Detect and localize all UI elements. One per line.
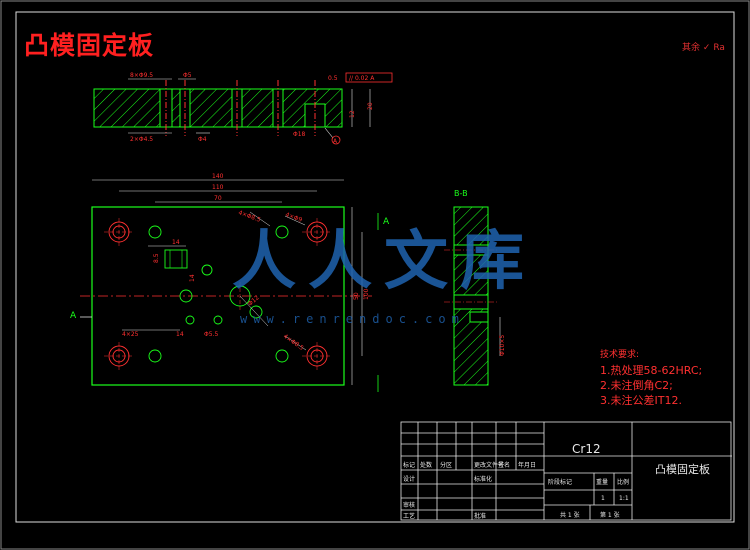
tb-sign: 签名 — [498, 461, 510, 469]
dim-center-3: 14 — [176, 331, 184, 338]
tb-process: 工艺 — [403, 512, 415, 520]
dim-height: 20 — [367, 102, 374, 110]
roughness-value: Ra — [713, 43, 725, 53]
roughness-note: 其余 ✓ Ra — [682, 40, 725, 53]
tech-heading: 技术要求: — [600, 350, 640, 360]
dim-bolt-span: 70 — [214, 195, 222, 202]
dim-overall-width: 140 — [212, 173, 224, 180]
dim-top-left-1: 8×Φ9.5 — [130, 72, 153, 79]
dim-left-2: 8.5 — [153, 253, 160, 263]
tb-weight: 重量 — [596, 478, 608, 486]
tb-zone: 分区 — [440, 461, 452, 469]
dim-right-2: 100 — [363, 288, 370, 300]
roughness-symbol-icon: ✓ — [702, 43, 711, 53]
dim-left-1: 14 — [172, 239, 180, 246]
watermark-text: 人人文库 — [232, 224, 536, 299]
tb-qty: 1 — [601, 495, 605, 502]
title-block-text: 标记 处数 分区 更改文件号 签名 年月日 设计 标准化 审核 工艺 批准 阶段… — [403, 461, 629, 520]
tech-line-2: 2.未注倒角C2; — [600, 379, 673, 392]
dim-top-bottom-2: Φ4 — [198, 136, 207, 143]
ann-3: 4×Φ8.5 — [282, 333, 305, 352]
tb-mark: 标记 — [403, 461, 415, 469]
view-arrow-a-left: A — [70, 311, 77, 321]
section-bb-view: B-B Φ10×5 — [444, 189, 506, 386]
tech-requirements: 技术要求: 1.热处理58-62HRC; 2.未注倒角C2; 3.未注公差IT1… — [600, 348, 702, 408]
watermark-url: www.renrendoc.com — [240, 312, 465, 326]
dim-center-2: Φ5.5 — [204, 331, 218, 338]
flatness-tolerance: // 0.02 A — [349, 75, 375, 82]
tech-line-1: 1.热处理58-62HRC; — [600, 364, 703, 377]
drawing-title: 凸模固定板 — [24, 31, 155, 60]
dim-center-4: 14 — [189, 274, 196, 282]
tb-sheet-total: 共 1 张 — [560, 511, 580, 519]
tb-ratio: 1:1 — [619, 495, 629, 502]
dim-inner-width: 110 — [212, 184, 224, 191]
datum-a: A — [333, 138, 338, 145]
tb-design: 设计 — [403, 475, 415, 483]
roughness-text: 其余 — [682, 43, 701, 53]
tb-scale: 比例 — [617, 478, 629, 486]
dim-top-bottom-1: 2×Φ4.5 — [130, 136, 153, 143]
inner-frame — [15, 11, 735, 523]
top-section-view: 8×Φ9.5 Φ5 2×Φ4.5 Φ4 0.5 // 0.02 A 20 12 … — [93, 72, 393, 145]
section-bb-label: B-B — [454, 189, 468, 198]
dim-sub-height: 12 — [349, 110, 356, 118]
tb-stage: 阶段标记 — [548, 478, 572, 486]
tech-line-3: 3.未注公差IT12. — [600, 394, 682, 407]
tb-date: 年月日 — [518, 461, 536, 469]
tb-standard: 标准化 — [474, 475, 492, 483]
dim-right-c: Φ18 — [293, 131, 306, 138]
view-arrow-a-top: A — [383, 217, 390, 227]
dim-right-1: 50 — [353, 292, 360, 300]
tb-count: 处数 — [420, 461, 432, 469]
part-name-label: 凸模固定板 — [655, 462, 710, 476]
dim-top-right-1: 0.5 — [328, 75, 338, 82]
material-label: Cr12 — [572, 442, 601, 456]
dim-left-3: 4×25 — [122, 331, 139, 338]
tb-approve: 批准 — [474, 512, 486, 520]
dim-bb: Φ10×5 — [499, 335, 506, 356]
dim-top-left-2: Φ5 — [183, 72, 192, 79]
tb-sheet-no: 第 1 张 — [600, 511, 620, 519]
tb-review: 审核 — [403, 501, 415, 509]
tb-change: 更改文件号 — [474, 461, 504, 469]
title-block — [400, 421, 732, 521]
